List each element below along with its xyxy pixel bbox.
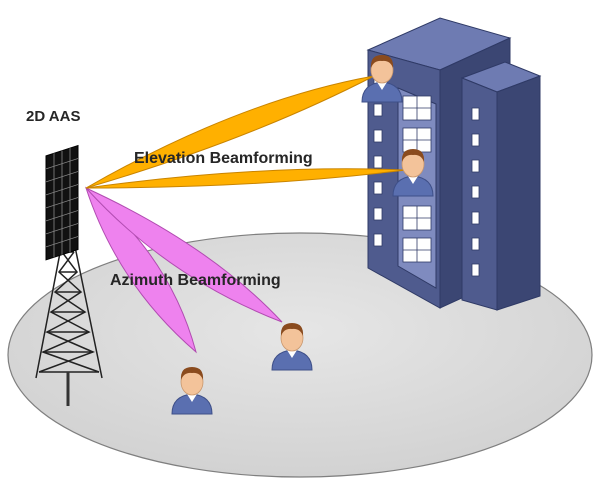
azimuth-beamforming-label: Azimuth Beamforming [110,272,281,289]
antenna-label: 2D AAS [26,108,81,125]
office-building-icon [366,17,542,311]
elevation-beamforming-label: Elevation Beamforming [134,150,313,167]
azimuth-beam-2 [85,187,283,323]
antenna-array-icon [45,144,79,261]
elevation-beams [85,75,407,189]
azimuth-beams [84,186,283,354]
